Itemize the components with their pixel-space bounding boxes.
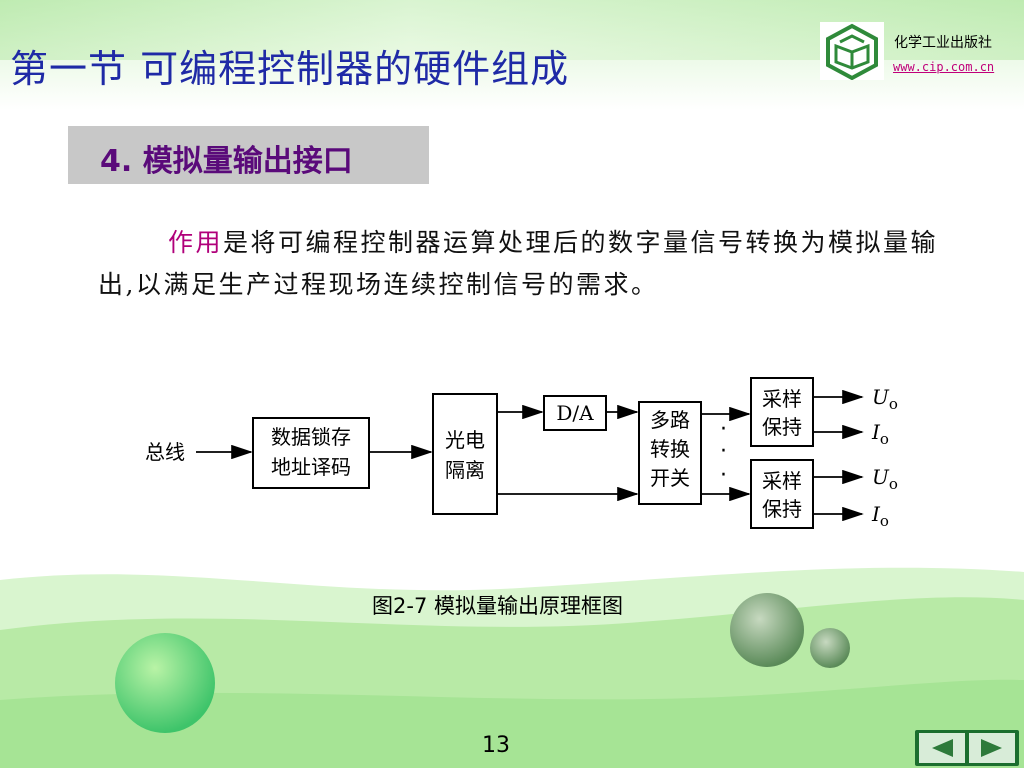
ellipsis-dot-3: · (720, 463, 727, 488)
mux-block (638, 401, 702, 505)
body-paragraph: 作用是将可编程控制器运算处理后的数字量信号转换为模拟量输出,以满足生产过程现场连… (98, 222, 958, 306)
publisher-name: 化学工业出版社 (894, 35, 992, 51)
sample-hold-block-2 (750, 459, 814, 529)
ellipsis-dot-2: · (720, 439, 727, 464)
bus-label: 总线 (145, 440, 185, 464)
latch-label-1: 数据锁存 (271, 425, 351, 449)
body-text: 是将可编程控制器运算处理后的数字量信号转换为模拟量输出,以满足生产过程现场连续控… (98, 228, 939, 299)
prev-slide-button[interactable] (919, 733, 965, 763)
i-output-2: Io (871, 502, 889, 530)
photo-isolation-block (432, 393, 498, 515)
ellipsis-dot-1: · (720, 417, 727, 442)
block-diagram: 总线 数据锁存 地址译码 光电 隔离 D/A 多路 转换 开关 采样 保持 采样… (145, 377, 898, 530)
mux-label-2: 转换 (650, 437, 690, 461)
sh1-label-1: 采样 (762, 387, 802, 411)
sh1-label-2: 保持 (762, 415, 802, 439)
next-slide-button[interactable] (969, 733, 1015, 763)
iso-label-2: 隔离 (445, 458, 485, 482)
slide-title: 第一节 可编程控制器的硬件组成 (10, 47, 570, 91)
triangle-right-icon (981, 739, 1002, 757)
u-output-1: Uo (872, 385, 898, 413)
green-bubble (115, 633, 215, 733)
latch-label-2: 地址译码 (271, 455, 351, 479)
small-gray-bubble (810, 628, 850, 668)
page-number: 13 (482, 733, 510, 758)
da-label: D/A (556, 401, 594, 425)
sh2-label-1: 采样 (762, 469, 802, 493)
u-output-2: Uo (872, 465, 898, 493)
body-keyword: 作用 (168, 228, 224, 257)
sh2-label-2: 保持 (762, 497, 802, 521)
i-output-1: Io (871, 420, 889, 448)
publisher-url-link[interactable]: www.cip.com.cn (893, 60, 995, 74)
slide-navigation (915, 730, 1019, 766)
sample-hold-block-1 (750, 377, 814, 447)
triangle-left-icon (932, 739, 953, 757)
mux-label-1: 多路 (650, 408, 690, 432)
section-heading: 4. 模拟量输出接口 (100, 144, 353, 179)
da-block (543, 395, 607, 431)
publisher-logo (820, 22, 884, 81)
footer-decoration (0, 567, 1024, 768)
section-heading-box (68, 126, 429, 184)
gray-bubble (730, 593, 804, 667)
figure-caption: 图2-7 模拟量输出原理框图 (372, 594, 623, 618)
iso-label-1: 光电 (445, 428, 485, 452)
mux-label-3: 开关 (650, 466, 690, 490)
book-hexagon-logo-icon (826, 23, 878, 81)
latch-decode-block (252, 417, 370, 489)
